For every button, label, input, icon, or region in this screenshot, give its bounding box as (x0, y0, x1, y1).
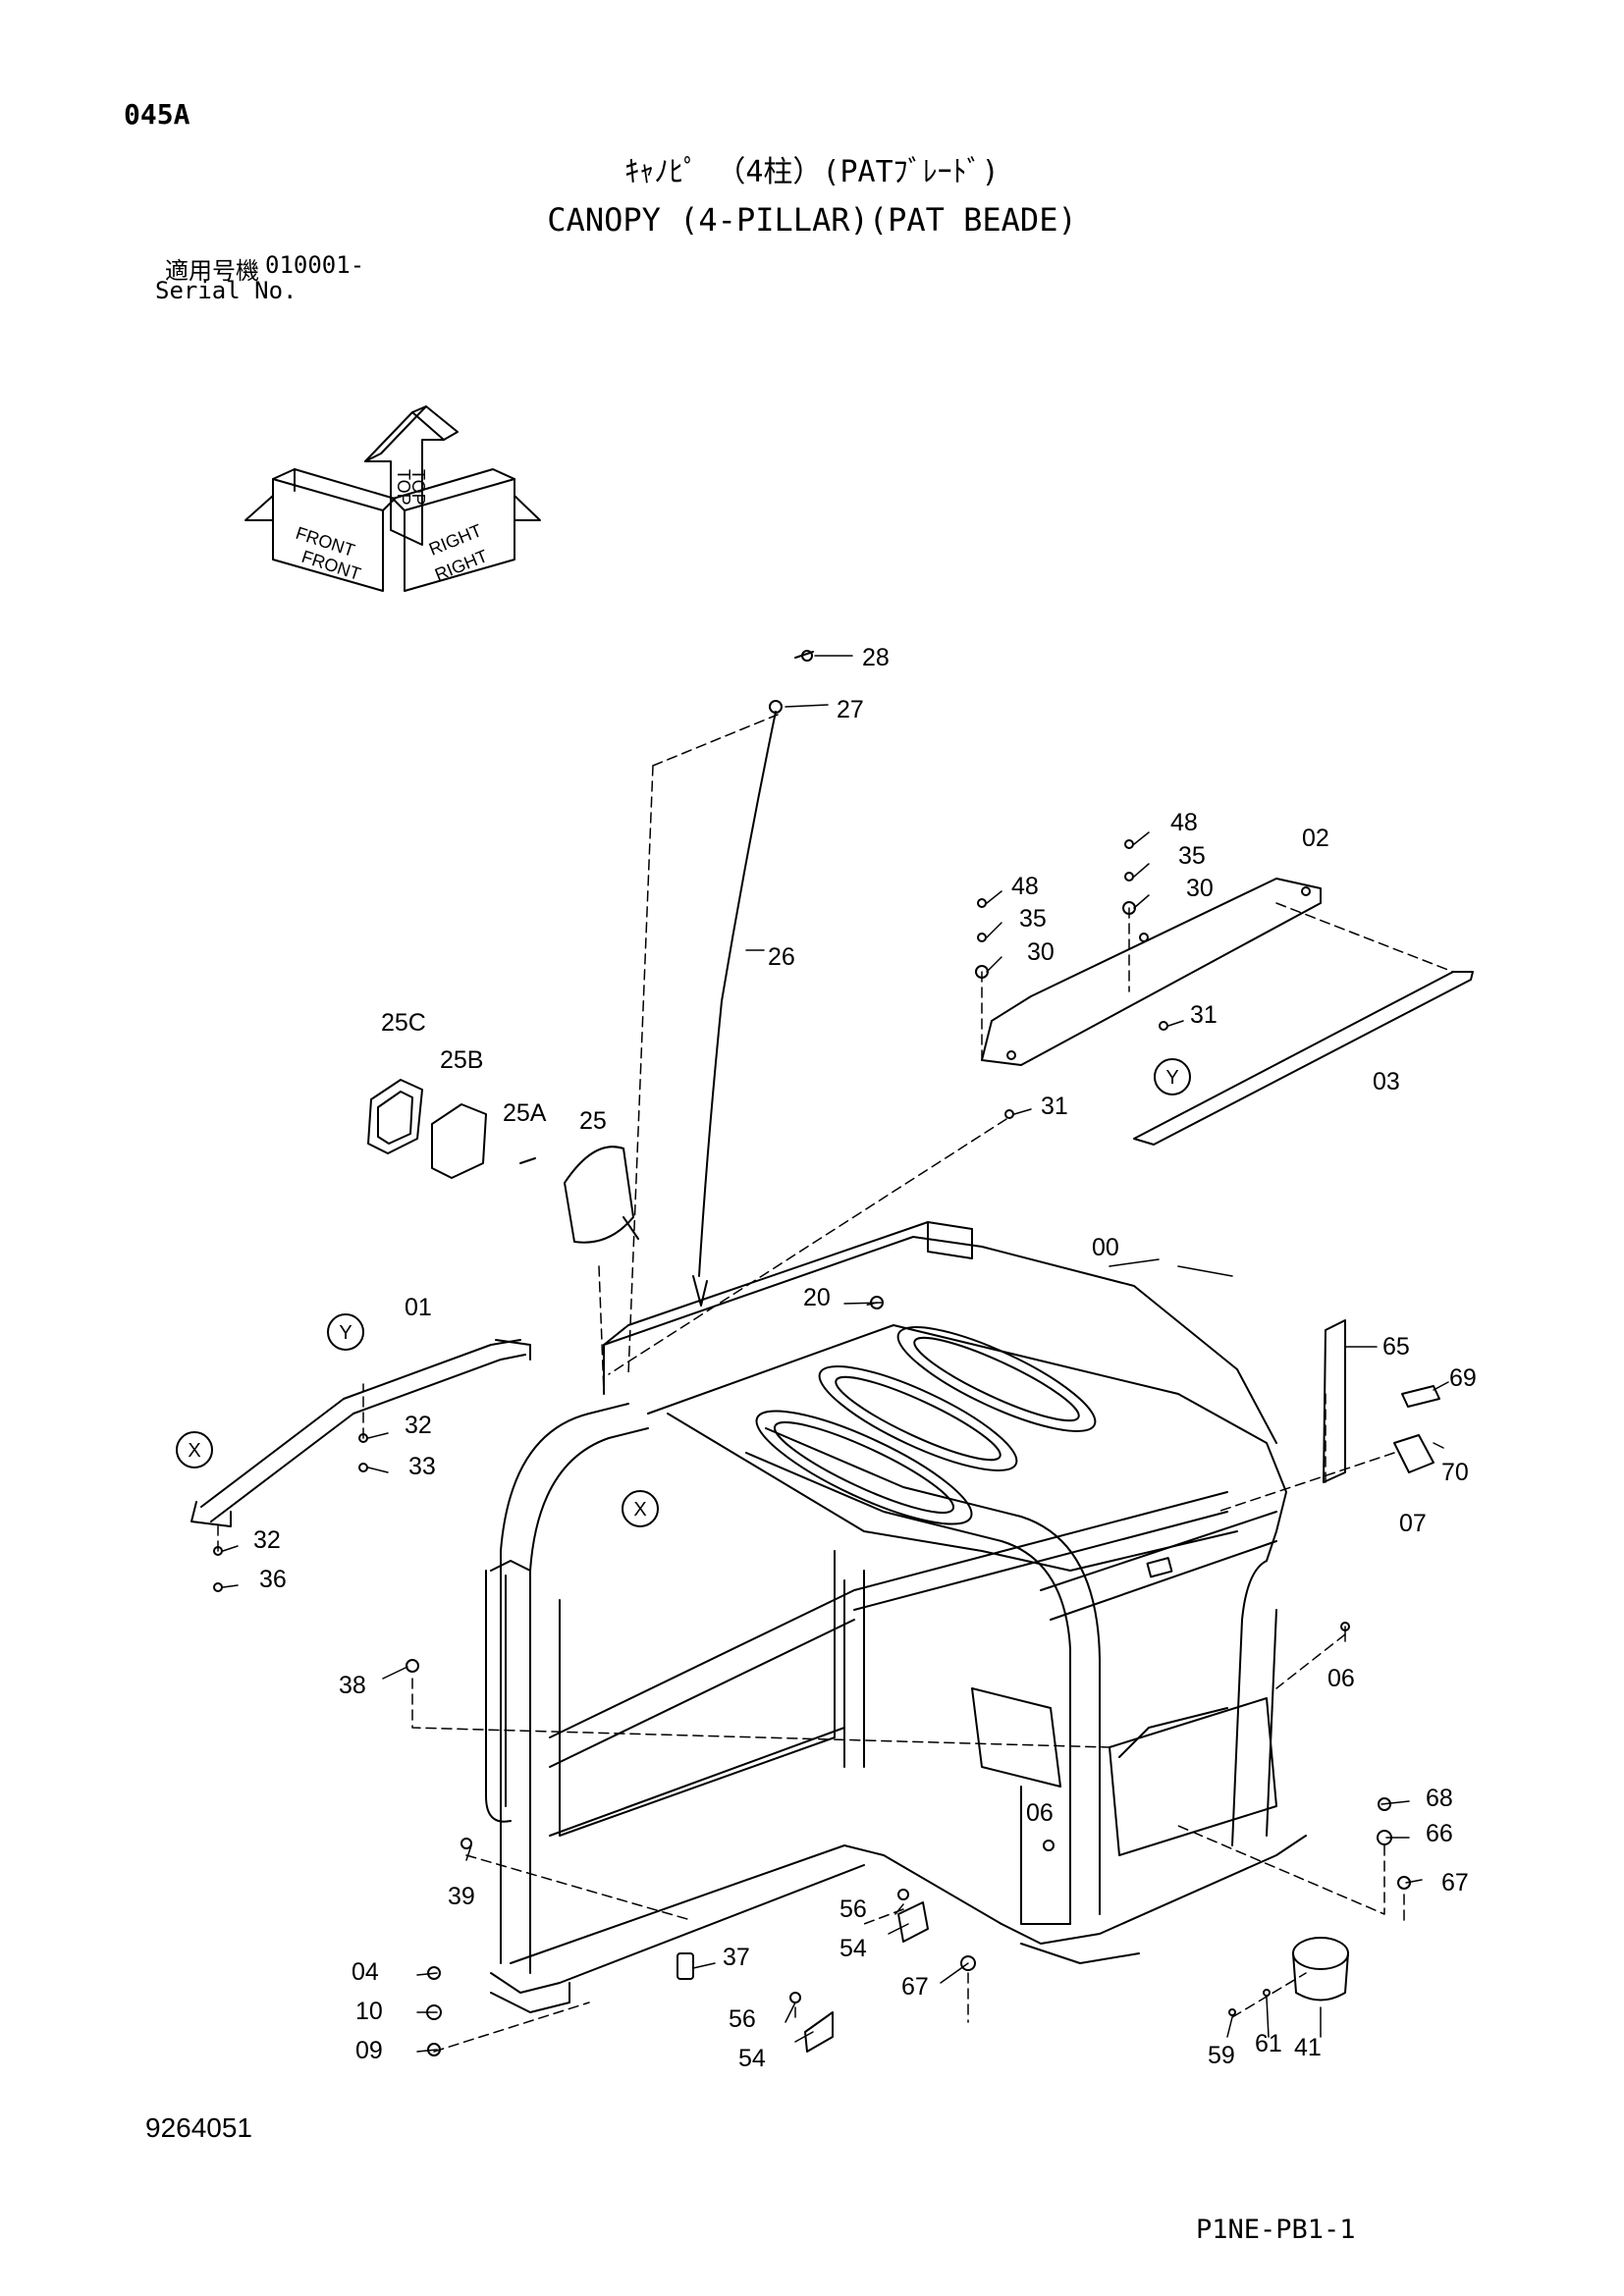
title-japanese: ｷｬﾉﾋﾟ （4柱）(PATﾌﾞﾚｰﾄﾞ) (624, 155, 1000, 189)
part-label: 61 (1255, 2030, 1282, 2057)
label-leaders (222, 655, 1449, 2053)
title-english: CANOPY (4-PILLAR)(PAT BEADE) (547, 201, 1077, 239)
part-25-lamp (367, 1079, 639, 1244)
part-label: 20 (803, 1284, 831, 1311)
part-label: 10 (355, 1998, 383, 2025)
part-label: 41 (1294, 2034, 1322, 2061)
part-label: 00 (1092, 1234, 1119, 1261)
detail-marker-circles (176, 1058, 1191, 1527)
serial-label-japanese: 適用号機 (165, 257, 259, 285)
part-label: 35 (1019, 905, 1047, 933)
part-37-spacer (677, 1952, 694, 1980)
canopy-frame (485, 1403, 1307, 2013)
part-label: 66 (1426, 1820, 1453, 1847)
part-label: 39 (448, 1883, 475, 1910)
part-65-strip (1323, 1319, 1346, 1483)
part-label: 65 (1382, 1333, 1410, 1361)
canopy-roof (603, 1221, 1287, 1572)
part-label: 59 (1208, 2042, 1235, 2069)
part-label: 06 (1026, 1799, 1054, 1827)
figure-number: 9264051 (145, 2112, 253, 2143)
part-54-bracket-upper (897, 1901, 929, 1943)
part-label: 54 (738, 2045, 766, 2072)
part-07-bracket (1393, 1434, 1435, 1473)
part-label: 54 (839, 1935, 867, 1962)
part-label: 30 (1027, 938, 1055, 966)
part-label: 25 (579, 1107, 607, 1135)
part-54-bracket-lower (804, 2011, 834, 2053)
part-label: 56 (729, 2005, 756, 2033)
part-label: 70 (1441, 1459, 1469, 1486)
part-01-bracket (190, 1339, 531, 1527)
part-label: 25A (503, 1099, 547, 1127)
part-label: 30 (1186, 875, 1214, 902)
part-label: 04 (352, 1958, 379, 1986)
part-label: 02 (1302, 825, 1329, 852)
detail-marker-x: X (633, 1499, 646, 1521)
part-41-cap (1292, 1937, 1349, 2002)
serial-range: 010001- (265, 251, 365, 279)
detail-marker-y: Y (339, 1322, 352, 1344)
part-label: 69 (1449, 1364, 1477, 1392)
part-label: 06 (1327, 1665, 1355, 1692)
detail-marker-y: Y (1165, 1067, 1178, 1089)
part-26-rod (692, 650, 814, 1307)
part-label: 26 (768, 943, 795, 971)
part-label: 31 (1041, 1093, 1068, 1120)
part-02-plate (981, 878, 1322, 1066)
part-label: 25C (381, 1009, 426, 1037)
part-label: 33 (408, 1453, 436, 1480)
part-label: 48 (1170, 809, 1198, 836)
part-label: 03 (1373, 1068, 1400, 1095)
part-label: 68 (1426, 1785, 1453, 1812)
part-label: 31 (1190, 1001, 1218, 1029)
part-03-strip (1133, 971, 1474, 1146)
page-number: 045A (124, 98, 190, 131)
serial-label-english: Serial No. (155, 277, 298, 304)
orientation-top-label: TOP (408, 469, 428, 506)
part-label: 67 (1441, 1869, 1469, 1896)
part-label: 37 (723, 1944, 750, 1971)
part-label: 48 (1011, 873, 1039, 900)
part-label: 01 (405, 1294, 432, 1321)
part-label: 67 (901, 1973, 929, 2001)
part-label: 36 (259, 1566, 287, 1593)
part-label: 09 (355, 2037, 383, 2064)
part-label: 27 (837, 696, 864, 723)
part-label: 07 (1399, 1510, 1427, 1537)
part-label: 56 (839, 1896, 867, 1923)
part-label: 28 (862, 644, 890, 671)
document-code: P1NE-PB1-1 (1196, 2215, 1356, 2245)
part-69-pad (1401, 1385, 1440, 1408)
detail-marker-x: X (188, 1440, 200, 1462)
part-label: 35 (1178, 842, 1206, 870)
part-label: 32 (405, 1412, 432, 1439)
part-label: 38 (339, 1672, 366, 1699)
assembly-leader-lines (217, 714, 1454, 2053)
orientation-indicator: FRONT FRONT TOP TOP RIGHT RIGHT (244, 405, 541, 592)
fasteners (213, 839, 1411, 2056)
part-label: 32 (253, 1526, 281, 1554)
part-label: 25B (440, 1046, 483, 1074)
orientation-top-label-2: TOP (394, 469, 413, 506)
